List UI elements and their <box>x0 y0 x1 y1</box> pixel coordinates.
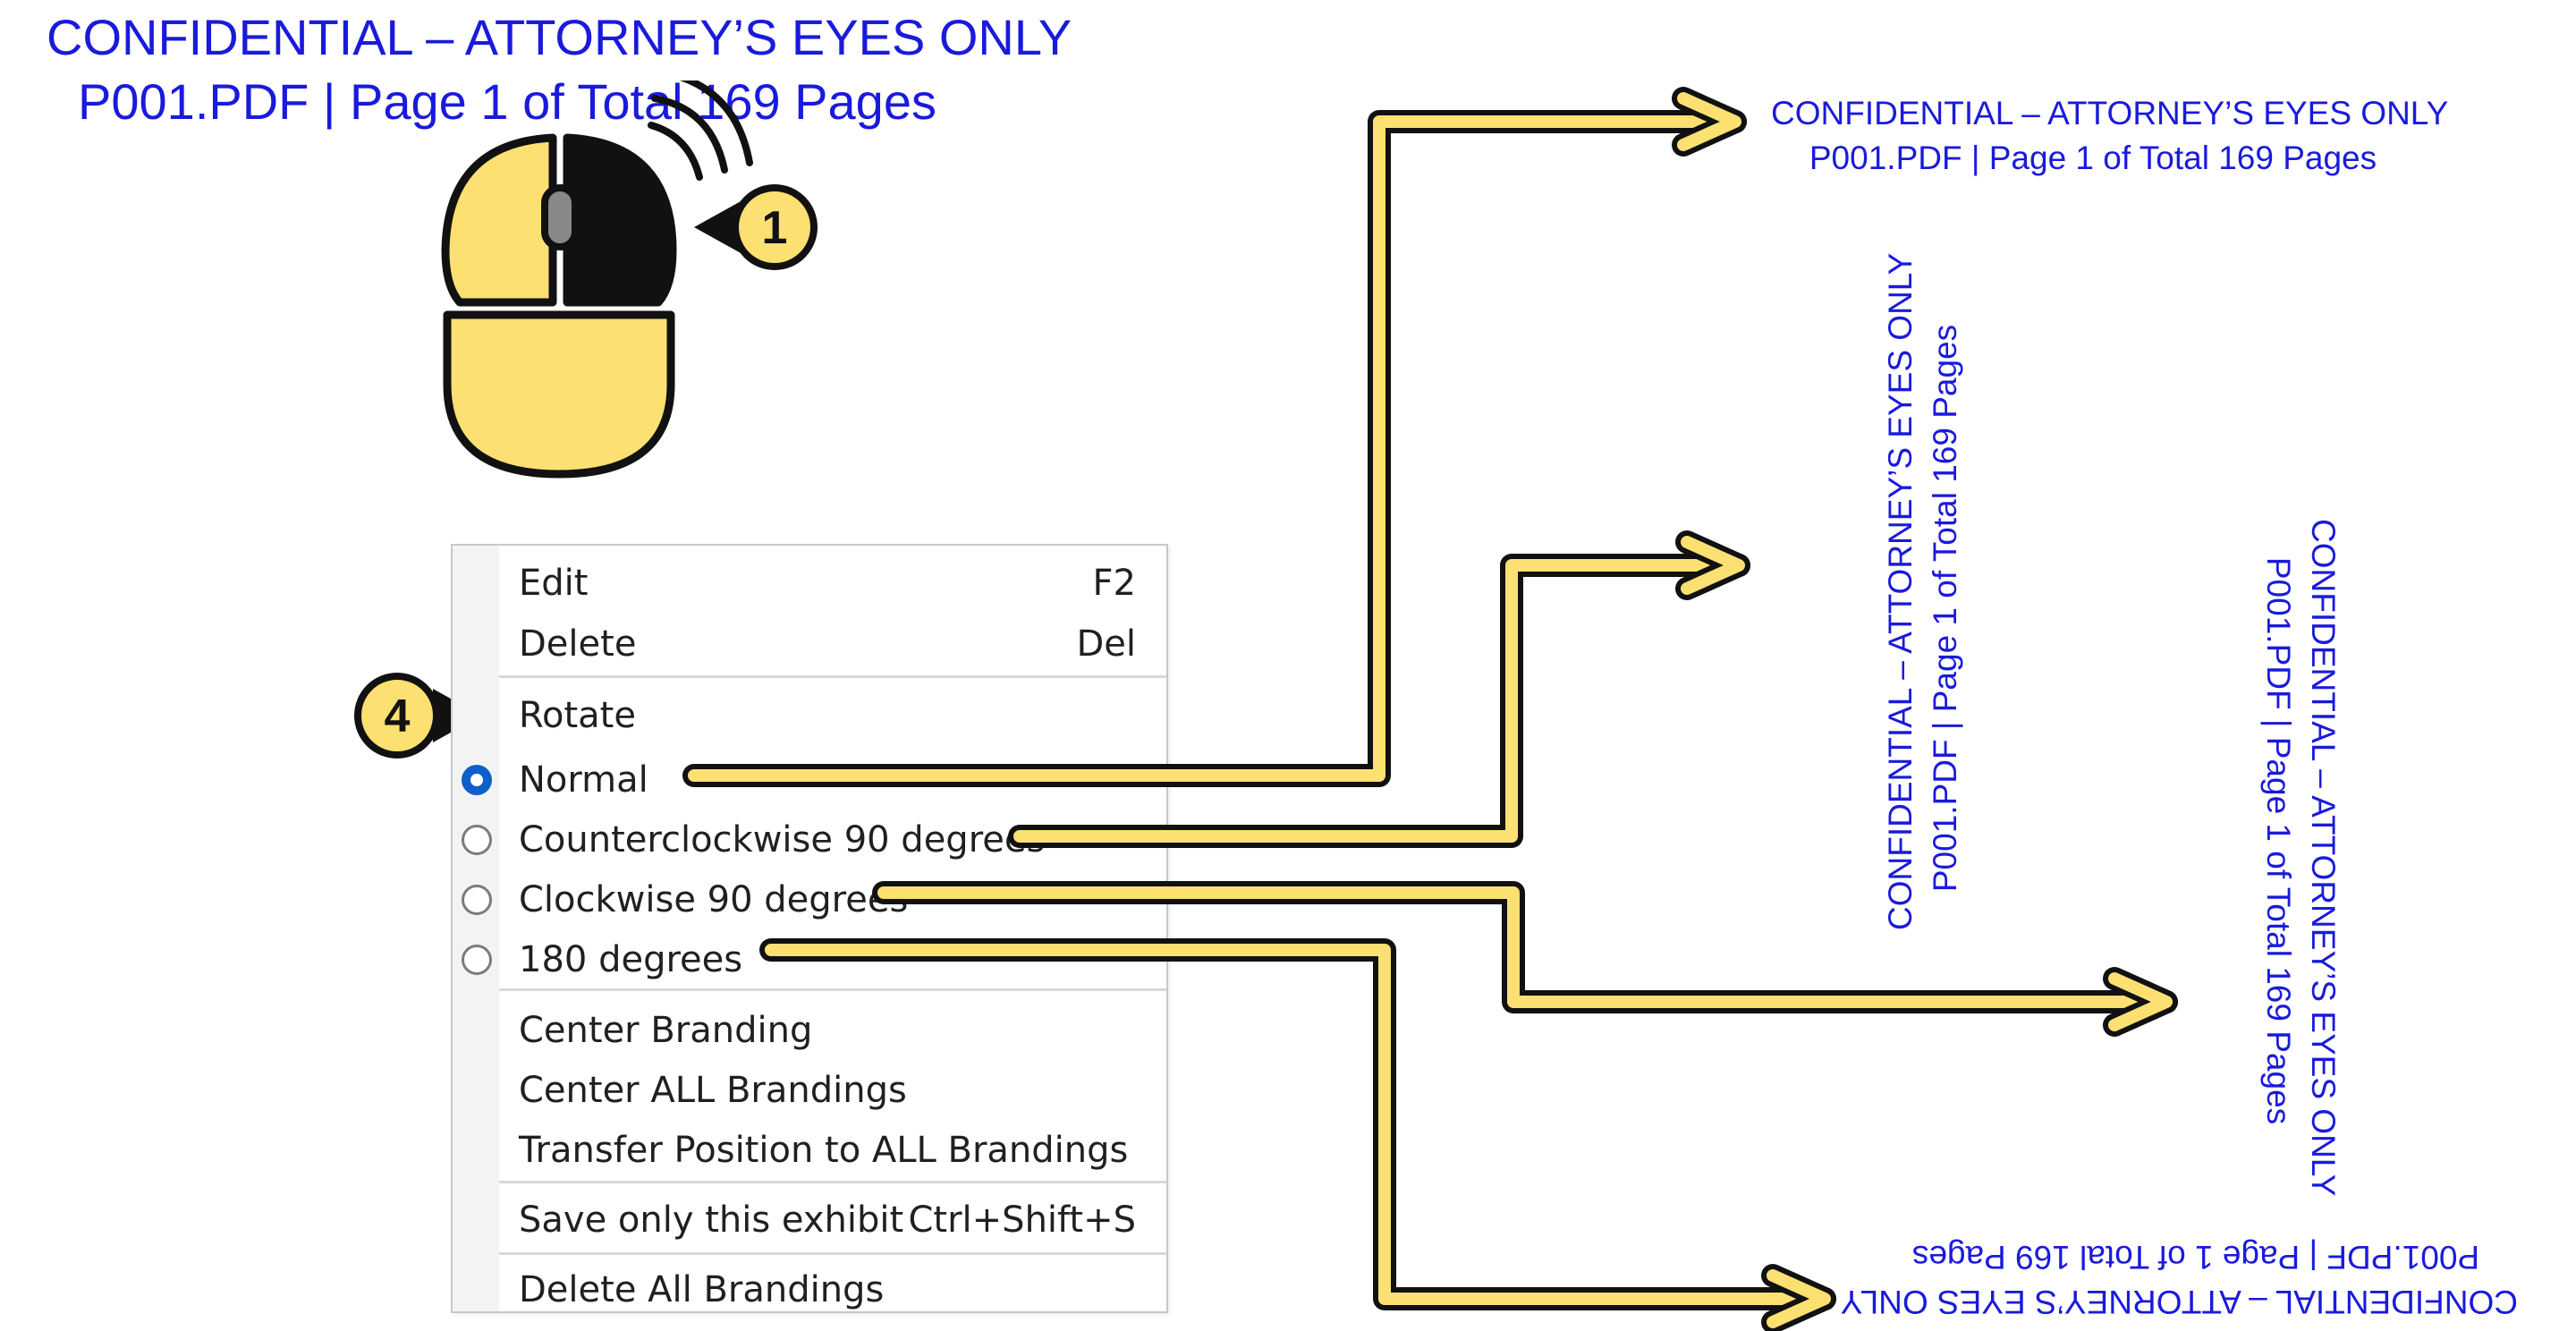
menu-item-edit[interactable]: Edit F2 <box>519 555 1136 612</box>
rotate-ccw-label: Counterclockwise 90 degrees <box>519 819 1046 860</box>
menu-item-rotate-normal[interactable]: Normal <box>519 751 1136 809</box>
branding-line-1: CONFIDENTIAL – ATTORNEY’S EYES ONLY <box>1882 252 1919 930</box>
menu-separator <box>499 988 1166 991</box>
branding-line-2: P001.PDF | Page 1 of Total 169 Pages <box>78 73 936 130</box>
center-all-label: Center ALL Brandings <box>519 1070 907 1111</box>
branding-line-2: P001.PDF | Page 1 of Total 169 Pages <box>1809 140 2377 176</box>
menu-item-delete-all[interactable]: Delete All Brandings <box>519 1261 1136 1318</box>
radio-selected-icon[interactable] <box>462 765 492 795</box>
branding-line-1: CONFIDENTIAL – ATTORNEY’S EYES ONLY <box>47 9 1072 65</box>
branding-result-ccw: CONFIDENTIAL – ATTORNEY’S EYES ONLY P001… <box>1878 252 1968 930</box>
branding-line-2: P001.PDF | Page 1 of Total 169 Pages <box>1927 324 1963 893</box>
step-4-number: 4 <box>385 691 411 742</box>
menu-item-edit-label: Edit <box>519 563 589 604</box>
center-branding-label: Center Branding <box>519 1010 813 1051</box>
branding-context-menu: Edit F2 Delete Del Rotate Normal Counter… <box>451 544 1168 1313</box>
menu-item-save-exhibit[interactable]: Save only this exhibit Ctrl+Shift+S <box>519 1191 1136 1249</box>
save-exhibit-shortcut: Ctrl+Shift+S <box>908 1200 1136 1241</box>
branding-line-1: CONFIDENTIAL – ATTORNEY’S EYES ONLY <box>1771 95 2449 131</box>
menu-separator <box>499 1181 1166 1183</box>
rotate-cw-label: Clockwise 90 degrees <box>519 879 909 920</box>
branding-line-1: CONFIDENTIAL – ATTORNEY’S EYES ONLY <box>1840 1284 2518 1320</box>
menu-icon-gutter <box>453 546 499 1311</box>
menu-section-rotate: Rotate <box>519 687 1136 744</box>
branding-line-2: P001.PDF | Page 1 of Total 169 Pages <box>2260 556 2297 1125</box>
mouse-right-click-icon <box>441 81 753 479</box>
step-1-callout: 1 <box>694 184 818 270</box>
step-4-callout: 4 <box>354 673 481 759</box>
menu-item-rotate-cw[interactable]: Clockwise 90 degrees <box>519 871 1136 928</box>
branding-stamp-original: CONFIDENTIAL – ATTORNEY’S EYES ONLY P001… <box>47 5 1072 134</box>
menu-item-center-branding[interactable]: Center Branding <box>519 1002 1136 1059</box>
branding-result-cw: CONFIDENTIAL – ATTORNEY’S EYES ONLY P001… <box>2256 519 2345 1197</box>
menu-item-delete[interactable]: Delete Del <box>519 615 1136 673</box>
radio-empty-icon[interactable] <box>462 885 492 915</box>
radio-empty-icon[interactable] <box>462 825 492 855</box>
menu-item-delete-shortcut: Del <box>1076 623 1136 665</box>
rotate-180-label: 180 degrees <box>519 939 743 980</box>
save-exhibit-label: Save only this exhibit <box>519 1200 904 1241</box>
menu-item-edit-shortcut: F2 <box>1092 563 1136 604</box>
rotate-header-label: Rotate <box>519 695 636 736</box>
menu-item-delete-label: Delete <box>519 623 637 665</box>
radio-empty-icon[interactable] <box>462 945 492 975</box>
menu-separator <box>499 675 1166 678</box>
transfer-position-label: Transfer Position to ALL Brandings <box>519 1130 1129 1171</box>
menu-item-center-all[interactable]: Center ALL Brandings <box>519 1062 1136 1119</box>
branding-result-180: CONFIDENTIAL – ATTORNEY’S EYES ONLY P001… <box>1840 1234 2518 1324</box>
menu-item-rotate-ccw[interactable]: Counterclockwise 90 degrees <box>519 811 1136 869</box>
branding-line-2: P001.PDF | Page 1 of Total 169 Pages <box>1911 1239 2480 1276</box>
menu-item-rotate-180[interactable]: 180 degrees <box>519 931 1136 988</box>
arrow-normal <box>682 110 1747 787</box>
step-1-number: 1 <box>762 202 788 254</box>
branding-result-normal: CONFIDENTIAL – ATTORNEY’S EYES ONLY P001… <box>1771 91 2449 181</box>
menu-separator <box>499 1252 1166 1255</box>
delete-all-label: Delete All Brandings <box>519 1269 885 1310</box>
branding-line-1: CONFIDENTIAL – ATTORNEY’S EYES ONLY <box>2305 519 2342 1197</box>
rotate-normal-label: Normal <box>519 759 648 801</box>
menu-item-transfer-position[interactable]: Transfer Position to ALL Brandings <box>519 1122 1136 1179</box>
